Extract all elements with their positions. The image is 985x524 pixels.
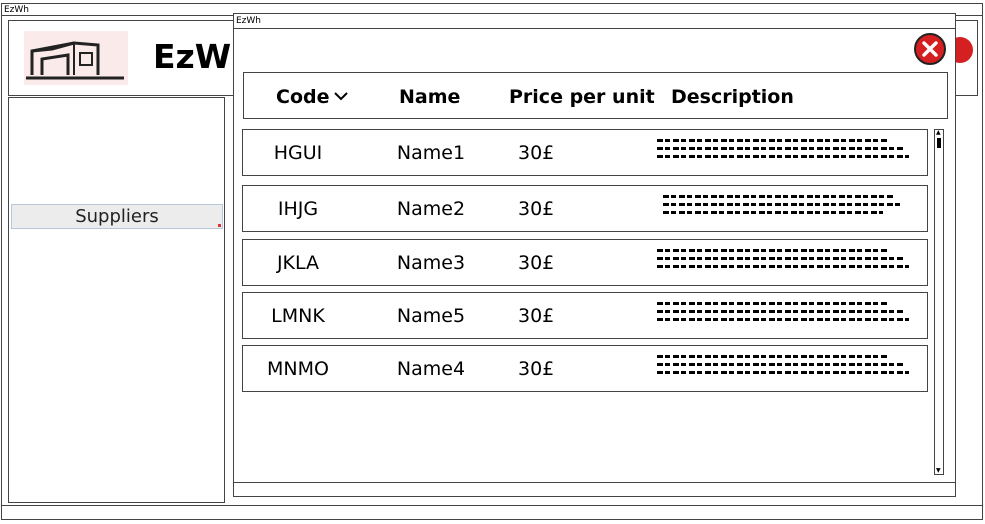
code-cell: JKLA (276, 252, 320, 274)
table-row[interactable]: JKLA Name3 30£ (242, 239, 928, 286)
scrollbar-thumb[interactable] (937, 138, 941, 148)
selection-marker (218, 224, 221, 227)
sidebar-item-label: Suppliers (75, 206, 159, 227)
price-cell: 30£ (518, 358, 555, 380)
name-cell: Name1 (396, 142, 466, 164)
table-row[interactable]: MNMO Name4 30£ (242, 345, 928, 392)
dialog-titlebar: EzWh (234, 14, 955, 29)
price-cell: 30£ (518, 142, 555, 164)
vertical-scrollbar[interactable]: ▲ ▼ (934, 129, 944, 475)
main-window-title: EzWh (4, 5, 30, 15)
price-cell: 30£ (518, 198, 555, 220)
description-placeholder (657, 139, 913, 169)
column-header-price[interactable]: Price per unit (509, 86, 655, 108)
code-cell: HGUI (273, 142, 323, 164)
description-placeholder (657, 302, 913, 332)
table-row[interactable]: HGUI Name1 30£ (242, 129, 928, 176)
close-button[interactable] (914, 33, 946, 65)
sidebar-item-suppliers[interactable]: Suppliers (11, 204, 223, 229)
name-cell: Name4 (396, 358, 466, 380)
table-row[interactable]: IHJG Name2 30£ (242, 185, 928, 232)
products-dialog: EzWh Code Name Price per unit Descriptio… (233, 13, 956, 497)
name-cell: Name5 (396, 305, 466, 327)
code-cell: IHJG (277, 198, 319, 220)
table-row[interactable]: LMNK Name5 30£ (242, 292, 928, 339)
column-header-description[interactable]: Description (671, 86, 794, 108)
name-cell: Name3 (396, 252, 466, 274)
chevron-down-icon[interactable] (334, 91, 348, 101)
column-header-code[interactable]: Code (276, 86, 330, 108)
description-placeholder (657, 355, 913, 385)
description-placeholder (657, 249, 913, 279)
table-header: Code Name Price per unit Description (243, 72, 948, 119)
dialog-footer (234, 482, 955, 496)
price-cell: 30£ (518, 305, 555, 327)
code-cell: LMNK (271, 305, 325, 327)
description-placeholder (663, 195, 919, 225)
scroll-down-icon[interactable]: ▼ (936, 467, 941, 474)
close-icon (922, 41, 938, 57)
warehouse-icon (24, 31, 128, 85)
status-bar (2, 505, 982, 520)
column-header-name[interactable]: Name (399, 86, 461, 108)
code-cell: MNMO (267, 358, 329, 380)
dialog-title: EzWh (236, 16, 262, 26)
sidebar: Suppliers (8, 97, 225, 503)
price-cell: 30£ (518, 252, 555, 274)
scroll-up-icon[interactable]: ▲ (936, 129, 941, 136)
name-cell: Name2 (396, 198, 466, 220)
